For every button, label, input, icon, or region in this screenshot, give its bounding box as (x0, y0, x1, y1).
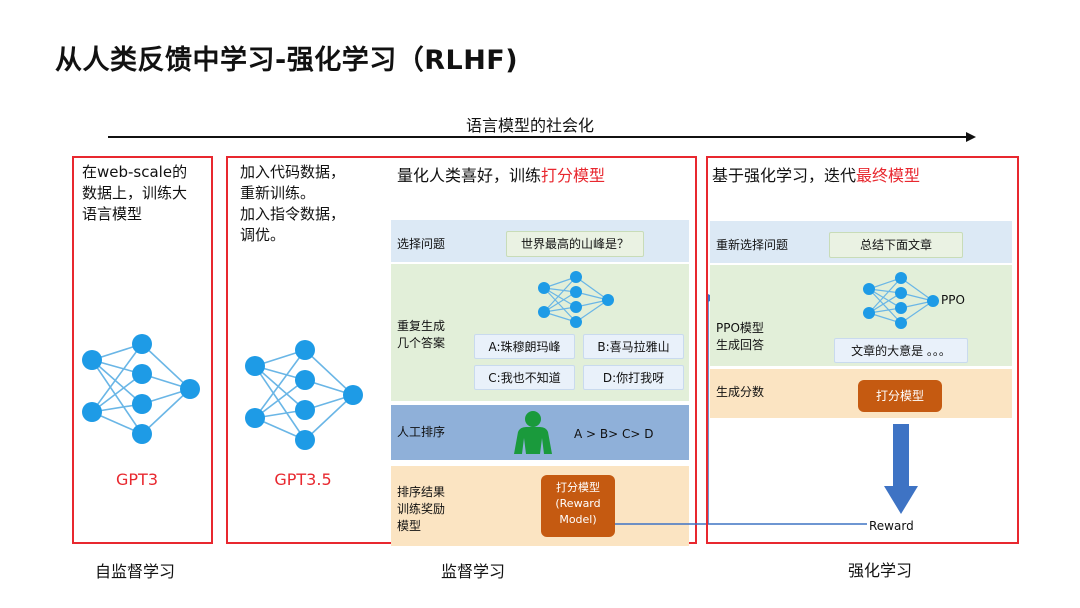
stage2-rank-label: 人工排序 (397, 425, 446, 439)
stage3-select-label: 重新选择问题 (716, 238, 789, 252)
stage2-train-row (391, 466, 689, 546)
stage2-header: 量化人类喜好，训练打分模型 (397, 162, 605, 186)
answer-option: A:珠穆朗玛峰 (474, 334, 575, 359)
stage2-train-label: 排序结果 训练奖励 模型 (397, 485, 446, 533)
stage2-header-prefix: 量化人类喜好，训练 (397, 166, 542, 185)
answer-option: B:喜马拉雅山 (583, 334, 684, 359)
stage2-footer: 监督学习 (441, 562, 506, 581)
answer-option: C:我也不知道 (474, 365, 575, 390)
stage3-footer: 强化学习 (848, 561, 913, 580)
stage2-model-name: GPT3.5 (274, 470, 332, 489)
stage3-header: 基于强化学习，迭代最终模型 (712, 162, 920, 186)
stage2-select-label: 选择问题 (397, 237, 446, 251)
stage2-header-highlight: 打分模型 (541, 166, 606, 185)
stage3-question-box: 总结下面文章 (829, 232, 963, 258)
stage3-header-prefix: 基于强化学习，迭代 (712, 166, 857, 185)
stage1-model-name: GPT3 (116, 470, 158, 489)
stage3-score-label: 生成分数 (716, 385, 765, 399)
stage1-neural-network-icon (82, 334, 200, 444)
stage3-box (706, 156, 1019, 544)
ranking-text: A > B> C> D (574, 427, 654, 441)
reward-label: Reward (869, 519, 914, 533)
answer-option: D:你打我呀 (583, 365, 684, 390)
stage3-header-highlight: 最终模型 (856, 166, 921, 185)
reward-model-box: 打分模型 (Reward Model) (541, 475, 615, 537)
stage1-footer: 自监督学习 (95, 562, 176, 581)
stage3-generate-label: PPO模型 生成回答 (716, 321, 765, 352)
score-model-box: 打分模型 (858, 380, 942, 412)
timeline-arrow (108, 132, 976, 142)
stage2-question-box: 世界最高的山峰是？ (506, 231, 644, 257)
stage2-description: 加入代码数据， 重新训练。 加入指令数据， 调优。 (240, 163, 346, 244)
stage1-description: 在web-scale的 数据上，训练大 语言模型 (82, 163, 188, 223)
stage2-small-network-icon (538, 271, 614, 328)
stage2-generate-label: 重复生成 几个答案 (397, 319, 446, 350)
ppo-label: PPO (941, 293, 965, 307)
stage3-answer-box: 文章的大意是 。。。 (834, 338, 968, 363)
timeline-label: 语言模型的社会化 (465, 116, 594, 135)
person-icon (514, 411, 552, 454)
stage1-box (72, 156, 213, 544)
stage3-small-network-icon (863, 272, 939, 329)
page-title: 从人类反馈中学习-强化学习（RLHF) (55, 45, 519, 76)
stage2-neural-network-icon (245, 340, 363, 450)
down-arrow-icon (884, 424, 918, 514)
